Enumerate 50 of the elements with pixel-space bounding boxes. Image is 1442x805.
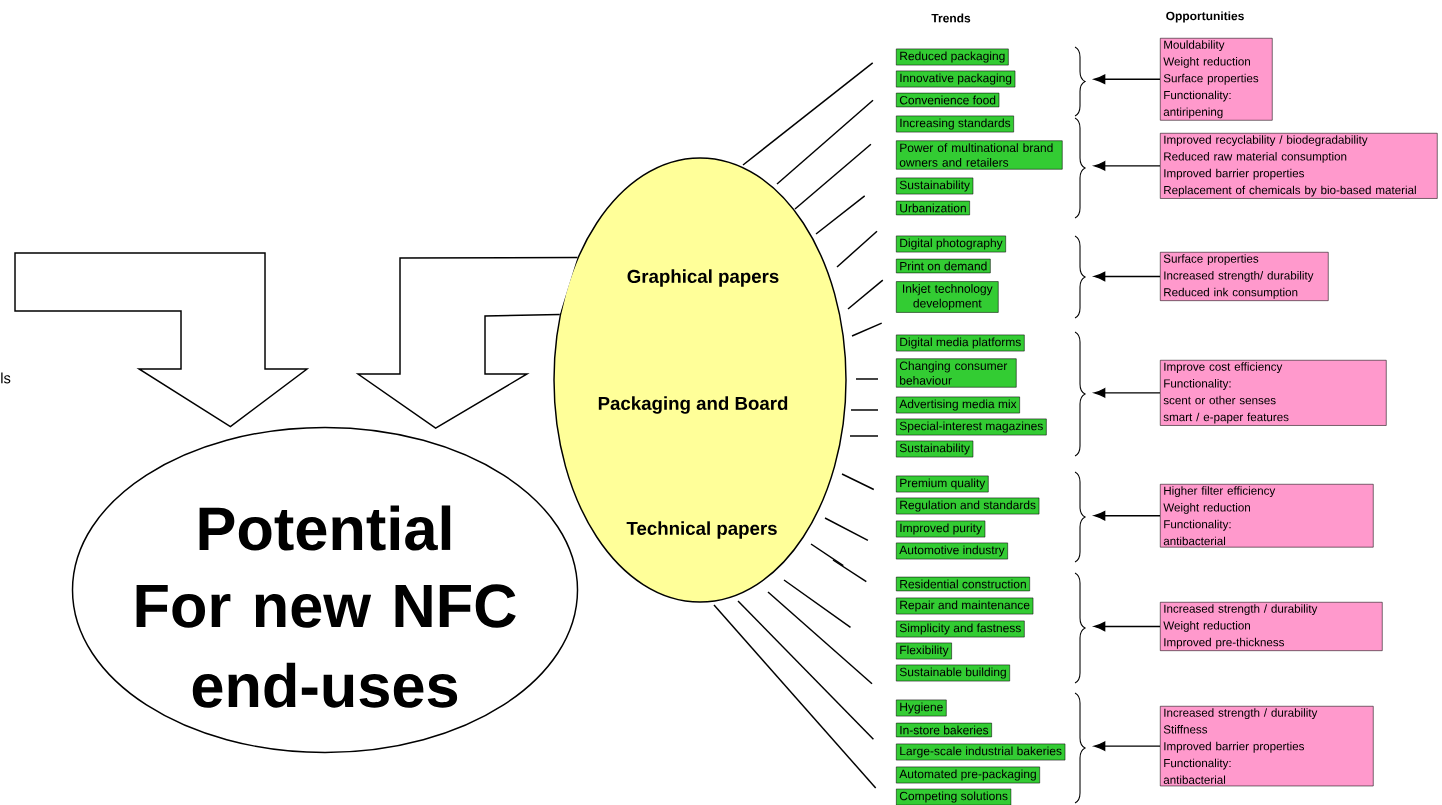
arrow: [1093, 388, 1161, 398]
trend-box: Improved purity: [896, 520, 986, 538]
block-arrow: [14, 252, 310, 428]
trend-box: Repair and maintenance: [896, 597, 1034, 615]
trend-box: Print on demand: [896, 258, 991, 274]
trend-box: In-store bakeries: [896, 722, 992, 738]
text-fragment: ls: [1, 372, 11, 384]
opportunity-box: Increased strength / durability Stiffness Improved barrier properties Functionality: antibacterial: [1160, 706, 1374, 787]
opportunity-box: Increased strength / durability Weight reduction Improved pre-thickness: [1160, 602, 1383, 651]
arrow: [1093, 741, 1161, 751]
trend-box: Changing consumer behaviour: [896, 358, 1017, 388]
trend-box: Large-scale industrial bakeries: [896, 743, 1066, 761]
trend-box: Flexibility: [896, 642, 952, 660]
opportunity-box: Mouldability Weight reduction Surface properties Functionality: antiripening: [1160, 38, 1273, 121]
trend-box: Simplicity and fastness: [896, 620, 1025, 638]
trend-box: Sustainable building: [896, 664, 1010, 682]
trend-box: Automated pre-packaging: [896, 766, 1040, 784]
opportunity-box: Higher filter efficiency Weight reduction Functionality: antibacterial: [1160, 484, 1374, 548]
trend-box: Reduced packaging: [896, 48, 1009, 66]
arrow: [1093, 510, 1161, 521]
trend-box: Premium quality: [896, 475, 989, 493]
block-arrow: [355, 256, 579, 430]
trend-box: Residential construction: [896, 576, 1030, 592]
opportunity-box: Improved recyclability / biodegradability Reduced raw material consumption Improved barrier properties Replacement of chemicals by bio-based material: [1160, 133, 1438, 199]
trend-box: Sustainability: [896, 440, 974, 458]
trend-box: Urbanization: [896, 200, 970, 216]
trend-box: Special-interest magazines: [896, 418, 1047, 436]
trend-box: Digital media platforms: [896, 334, 1025, 352]
trend-box: Hygiene: [896, 699, 947, 717]
oval: Potential For new NFC end-uses: [71, 426, 579, 754]
trend-box: Automotive industry: [896, 542, 1008, 560]
trend-box: Digital photography: [896, 235, 1006, 253]
opportunity-box: Improve cost efficiency Functionality: scent or other senses smart / e-paper features: [1160, 360, 1387, 426]
arrow: [1093, 621, 1161, 632]
trend-box: Increasing standards: [896, 115, 1014, 133]
oval: Graphical papers Packaging and Board Technical papers: [553, 157, 847, 603]
column-heading: Trends: [931, 13, 971, 23]
arrow: [1093, 271, 1161, 282]
trend-box: Innovative packaging: [896, 70, 1016, 88]
trend-box: Advertising media mix: [896, 396, 1020, 414]
trend-box: Inkjet technology development: [896, 281, 999, 313]
trend-box: Sustainability: [896, 177, 974, 195]
trend-box: Convenience food: [896, 92, 1000, 108]
column-heading: Opportunities: [1166, 11, 1244, 23]
trend-box: Regulation and standards: [896, 497, 1040, 515]
opportunity-box: Surface properties Increased strength/ durability Reduced ink consumption: [1160, 252, 1329, 301]
arrow: [1093, 74, 1161, 85]
trend-box: Competing solutions: [896, 788, 1012, 805]
trend-box: Power of multinational brand owners and retailers: [896, 140, 1063, 170]
arrow: [1093, 161, 1161, 171]
